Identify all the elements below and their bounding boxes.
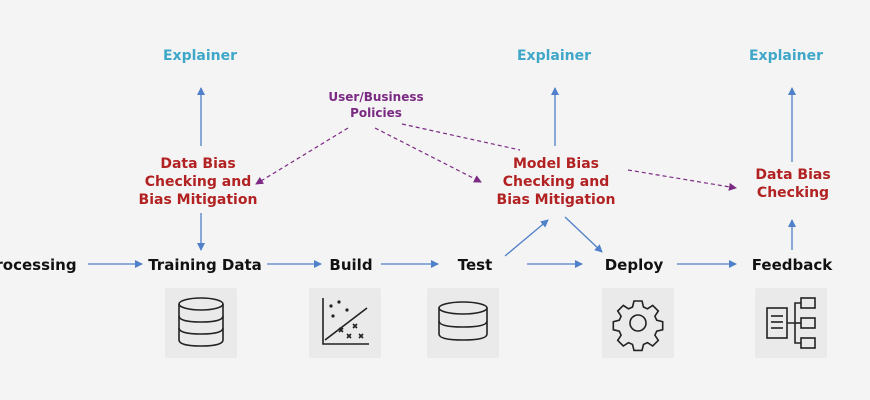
test-icon-box [427, 288, 499, 358]
stage-label-training-data: Training Data [148, 256, 262, 274]
gear-icon [612, 300, 664, 352]
stage-label-build: Build [329, 256, 373, 274]
database-icon [178, 297, 224, 347]
arrow-test-to-model-bias [504, 219, 549, 257]
scatter-plot-icon [322, 298, 369, 345]
model-bias-mitigation-label: Model Bias Checking and Bias Mitigation [496, 156, 616, 208]
data-bias-mitigation-label: Data Bias Checking and Bias Mitigation [138, 156, 258, 208]
data-bias-checking-label: Data Bias Checking [755, 167, 831, 201]
build-icon-box [309, 288, 381, 358]
explainer-label-left: Explainer [162, 48, 238, 64]
hierarchy-icon [766, 297, 816, 349]
stage-label-deploy: Deploy [604, 256, 664, 274]
stage-label-test: Test [457, 256, 493, 274]
policy-arrow-to-data-bias [255, 127, 349, 185]
deploy-icon-box [602, 288, 674, 358]
database-icon [438, 301, 488, 341]
stage-label-feedback: Feedback [751, 256, 833, 274]
stage-label-preprocessing: rocessing [0, 256, 77, 274]
policy-arrow-to-data-bias-checking [627, 169, 737, 191]
user-business-policies-label: User/Business Policies [328, 90, 424, 120]
explainer-label-middle: Explainer [516, 48, 592, 64]
feedback-icon-box [755, 288, 827, 358]
training-data-icon-box [165, 288, 237, 358]
arrow-model-bias-to-deploy [564, 216, 603, 253]
policy-arrow-to-model-bias [374, 127, 482, 183]
explainer-label-right: Explainer [748, 48, 824, 64]
policy-arrow-to-deploy-side [401, 123, 521, 151]
